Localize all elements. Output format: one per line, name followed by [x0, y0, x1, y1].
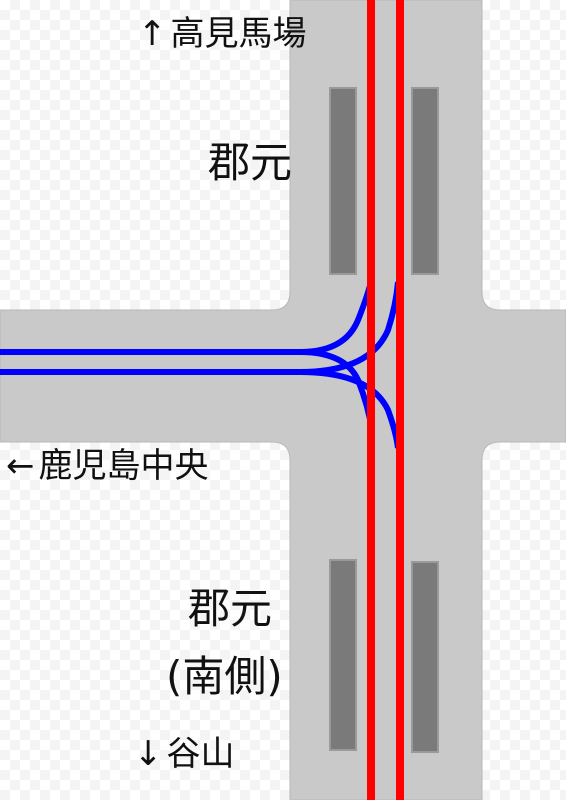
arrow-down-icon: ↓: [134, 734, 163, 774]
north-destination-label: ↑高見馬場: [138, 14, 307, 54]
branch-track-lower-curve-south: [299, 369, 401, 449]
south-destination-text: 谷山: [166, 734, 235, 774]
stop-name-south: 郡元: [188, 584, 273, 633]
platform-north-west: [329, 87, 357, 275]
stop-name-south-sub: (南側): [166, 652, 283, 701]
platform-north-east: [411, 87, 439, 275]
platform-south-east: [411, 561, 439, 753]
arrow-up-icon: ↑: [138, 14, 167, 54]
south-destination-label: ↓谷山: [134, 734, 235, 774]
north-destination-text: 高見馬場: [170, 14, 307, 54]
west-destination-label: ←鹿児島中央: [6, 446, 209, 486]
stop-name-north: 郡元: [208, 138, 293, 187]
main-line: [367, 0, 404, 800]
platform-south-west: [329, 559, 357, 751]
west-destination-text: 鹿児島中央: [38, 446, 209, 486]
arrow-left-icon: ←: [6, 446, 35, 486]
